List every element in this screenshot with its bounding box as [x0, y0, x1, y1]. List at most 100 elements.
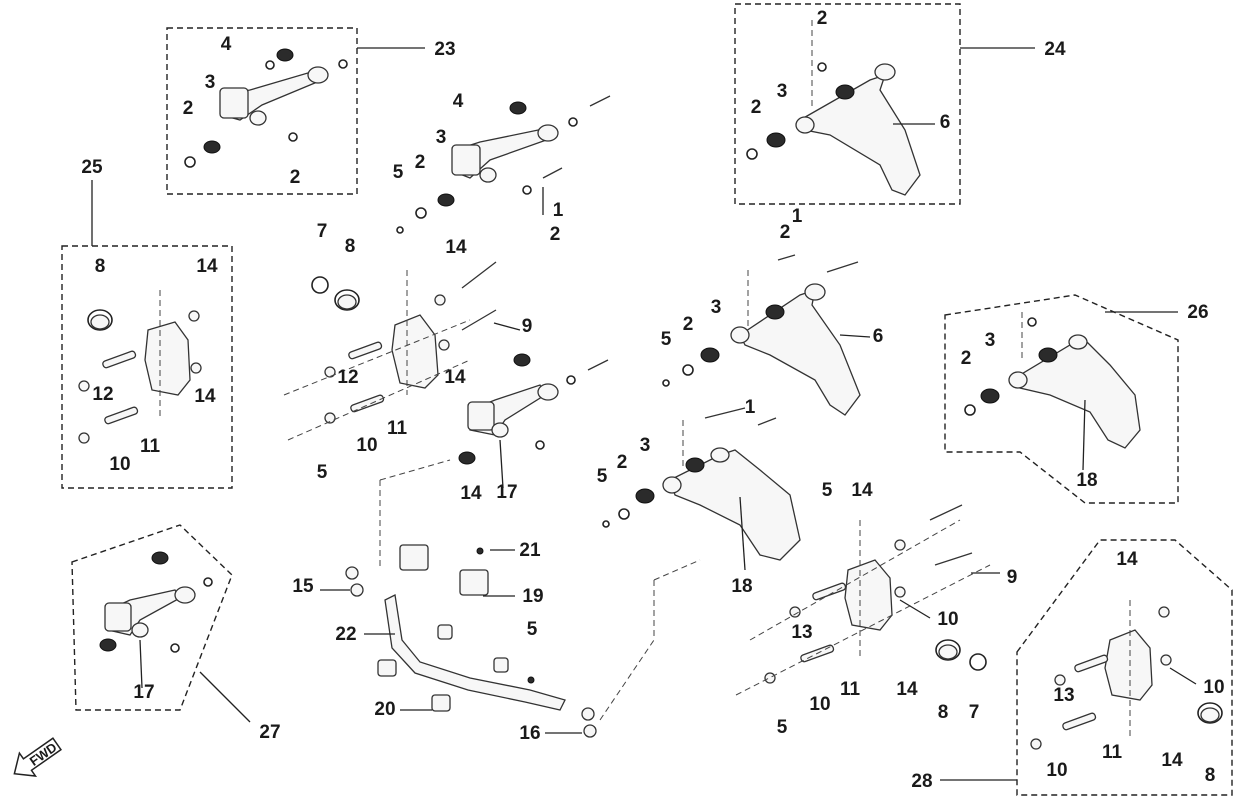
part-callout-3: 3 — [777, 81, 788, 102]
fwd-arrow-icon: FWD — [13, 737, 62, 777]
part-callout-11: 11 — [840, 679, 861, 700]
part-callout-21: 21 — [519, 540, 541, 561]
part-callout-5: 5 — [822, 480, 833, 501]
part-callout-13: 13 — [1053, 685, 1074, 706]
part-callout-9: 9 — [1007, 567, 1018, 588]
part-callout-10: 10 — [809, 694, 830, 715]
part-callout-11: 11 — [387, 418, 408, 439]
part-callout-7: 7 — [317, 221, 328, 242]
part-callout-14: 14 — [196, 256, 218, 277]
group-box-28 — [1016, 539, 1233, 796]
part-callout-17: 17 — [133, 682, 154, 703]
group-box-27 — [71, 524, 233, 711]
knuckle-28 — [1030, 606, 1223, 750]
part-callout-16: 16 — [519, 723, 540, 744]
part-callout-3: 3 — [436, 127, 447, 148]
lower-a-arm-26 — [964, 317, 1141, 449]
part-callout-3: 3 — [640, 435, 651, 456]
part-callout-8: 8 — [95, 256, 106, 277]
part-callout-12: 12 — [337, 367, 358, 388]
part-callout-3: 3 — [205, 72, 216, 93]
a-arm-24 — [746, 62, 921, 196]
knuckle-mid — [311, 261, 497, 424]
part-callout-5: 5 — [597, 466, 608, 487]
arm-assembly-mid — [396, 95, 611, 234]
part-callout-18: 18 — [1076, 470, 1097, 491]
part-callout-2: 2 — [751, 97, 762, 118]
part-callout-19: 19 — [522, 586, 543, 607]
part-callout-3: 3 — [985, 330, 996, 351]
part-callout-5: 5 — [777, 717, 788, 738]
part-leaders — [139, 123, 1197, 734]
part-callout-8: 8 — [345, 236, 356, 257]
group-callout-26: 26 — [1187, 302, 1208, 323]
part-callout-12: 12 — [92, 384, 113, 405]
part-callout-2: 2 — [961, 348, 972, 369]
part-callout-10: 10 — [109, 454, 130, 475]
group-callout-28: 28 — [911, 771, 932, 792]
part-callout-13: 13 — [791, 622, 812, 643]
part-callout-5: 5 — [317, 462, 328, 483]
part-callout-14: 14 — [851, 480, 873, 501]
part-callout-6: 6 — [873, 326, 884, 347]
part-callout-2: 2 — [415, 152, 426, 173]
part-callout-1: 1 — [553, 200, 564, 221]
part-callout-9: 9 — [522, 316, 533, 337]
part-callout-5: 5 — [393, 162, 404, 183]
stabilizer-bar — [345, 544, 597, 738]
part-callout-11: 11 — [1102, 742, 1123, 763]
part-callout-22: 22 — [335, 624, 356, 645]
part-callout-10: 10 — [356, 435, 377, 456]
part-callout-18: 18 — [731, 576, 752, 597]
part-callout-8: 8 — [1205, 765, 1216, 786]
a-arm-mid — [662, 254, 861, 416]
part-callout-11: 11 — [140, 436, 161, 457]
group-callout-25: 25 — [81, 157, 103, 178]
part-callout-2: 2 — [817, 8, 828, 29]
part-callout-2: 2 — [683, 314, 694, 335]
part-callout-14: 14 — [896, 679, 918, 700]
part-callout-14: 14 — [460, 483, 482, 504]
part-callout-3: 3 — [711, 297, 722, 318]
assembly-center-lines — [159, 20, 1131, 740]
group-box-26 — [944, 294, 1179, 504]
part-callout-1: 1 — [745, 397, 756, 418]
part-callout-10: 10 — [1203, 677, 1224, 698]
group-callout-24: 24 — [1044, 39, 1066, 60]
arm-assembly-17-mid — [458, 353, 609, 465]
group-leaders — [91, 47, 1178, 781]
part-callout-10: 10 — [1046, 760, 1067, 781]
part-callout-8: 8 — [938, 702, 949, 723]
part-callout-5: 5 — [527, 619, 538, 640]
part-callout-4: 4 — [221, 34, 232, 55]
part-callout-14: 14 — [445, 237, 467, 258]
part-callout-1: 1 — [792, 206, 803, 227]
part-callout-15: 15 — [292, 576, 314, 597]
part-callout-2: 2 — [780, 222, 791, 243]
part-callout-14: 14 — [1116, 549, 1138, 570]
part-callout-14: 14 — [1161, 750, 1183, 771]
knuckle-25 — [78, 309, 202, 444]
group-box-23 — [166, 27, 358, 195]
part-callout-14: 14 — [194, 386, 216, 407]
part-callout-7: 7 — [969, 702, 980, 723]
part-callout-5: 5 — [661, 329, 672, 350]
group-callout-23: 23 — [434, 39, 455, 60]
part-callout-17: 17 — [496, 482, 517, 503]
group-box-25 — [61, 245, 233, 489]
part-callout-2: 2 — [183, 98, 194, 119]
part-callout-20: 20 — [374, 699, 395, 720]
lower-a-arm-mid — [602, 407, 801, 561]
part-callout-6: 6 — [940, 112, 951, 133]
part-callout-2: 2 — [617, 452, 628, 473]
group-callout-27: 27 — [259, 722, 280, 743]
part-callout-14: 14 — [444, 367, 466, 388]
part-callout-4: 4 — [453, 91, 464, 112]
part-callout-2: 2 — [290, 167, 301, 188]
part-callout-2: 2 — [550, 224, 561, 245]
arm-assembly-27 — [99, 551, 213, 653]
part-callout-10: 10 — [937, 609, 958, 630]
arm-assembly-23 — [184, 48, 348, 168]
